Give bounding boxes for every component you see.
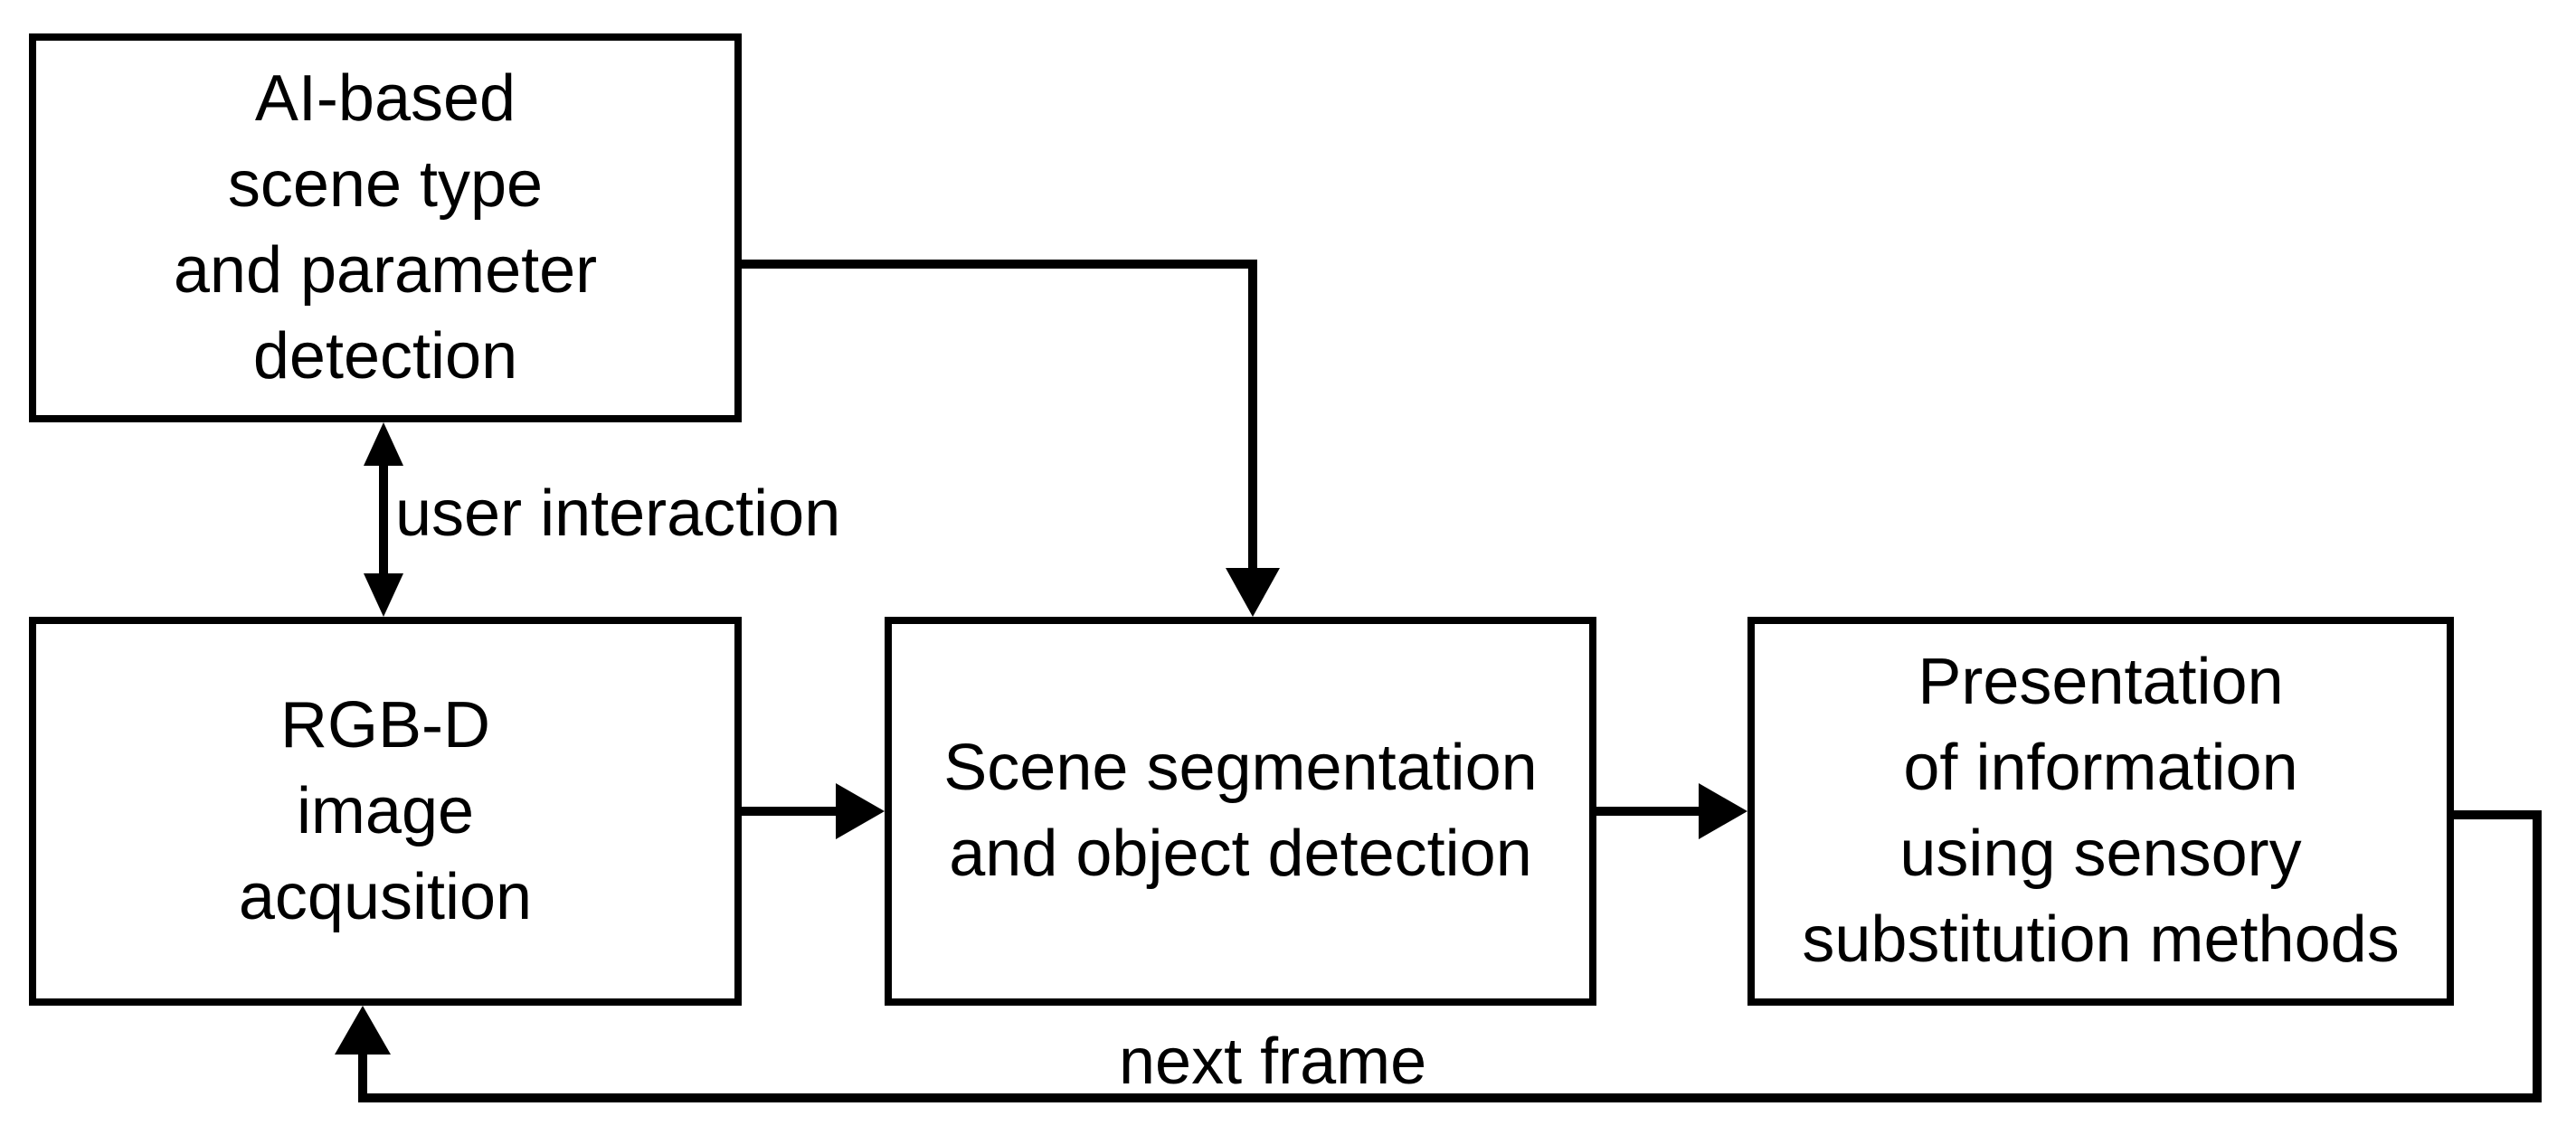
user-interaction-arrowhead-up xyxy=(364,422,403,466)
feedback-arrowhead-up xyxy=(335,1006,391,1055)
rgbd-to-segmentation-arrowhead-right xyxy=(836,783,885,839)
node-label: Presentation of information using sensor… xyxy=(1802,646,2400,976)
node-label: AI-based scene type and parameter detect… xyxy=(173,62,598,393)
ai-to-segmentation-line-horizontal xyxy=(742,260,1257,269)
next-frame-label: next frame xyxy=(1119,1026,1427,1098)
feedback-line-right-vertical xyxy=(2533,810,2542,1102)
user-interaction-arrow-shaft xyxy=(379,452,388,588)
rgbd-to-segmentation-arrow-shaft xyxy=(742,807,841,816)
feedback-line-left-vertical xyxy=(358,1047,367,1102)
node-label: RGB-D image acqusition xyxy=(238,688,533,933)
node-rgbd-image-acquisition: RGB-D image acqusition xyxy=(29,617,742,1006)
segmentation-to-presentation-arrow-shaft xyxy=(1596,807,1705,816)
user-interaction-label: user interaction xyxy=(395,478,841,550)
node-ai-scene-type-parameter-detection: AI-based scene type and parameter detect… xyxy=(29,33,742,422)
feedback-line-exit-horizontal xyxy=(2454,810,2542,819)
segmentation-to-presentation-arrowhead-right xyxy=(1699,783,1747,839)
feedback-line-bottom-horizontal xyxy=(358,1093,2542,1102)
user-interaction-arrowhead-down xyxy=(364,573,403,617)
ai-to-segmentation-arrowhead-down xyxy=(1226,568,1280,617)
node-label: Scene segmentation and object detection xyxy=(943,732,1538,890)
ai-to-segmentation-line-vertical xyxy=(1248,260,1257,572)
node-scene-segmentation-object-detection: Scene segmentation and object detection xyxy=(885,617,1596,1006)
node-presentation-sensory-substitution: Presentation of information using sensor… xyxy=(1747,617,2454,1006)
